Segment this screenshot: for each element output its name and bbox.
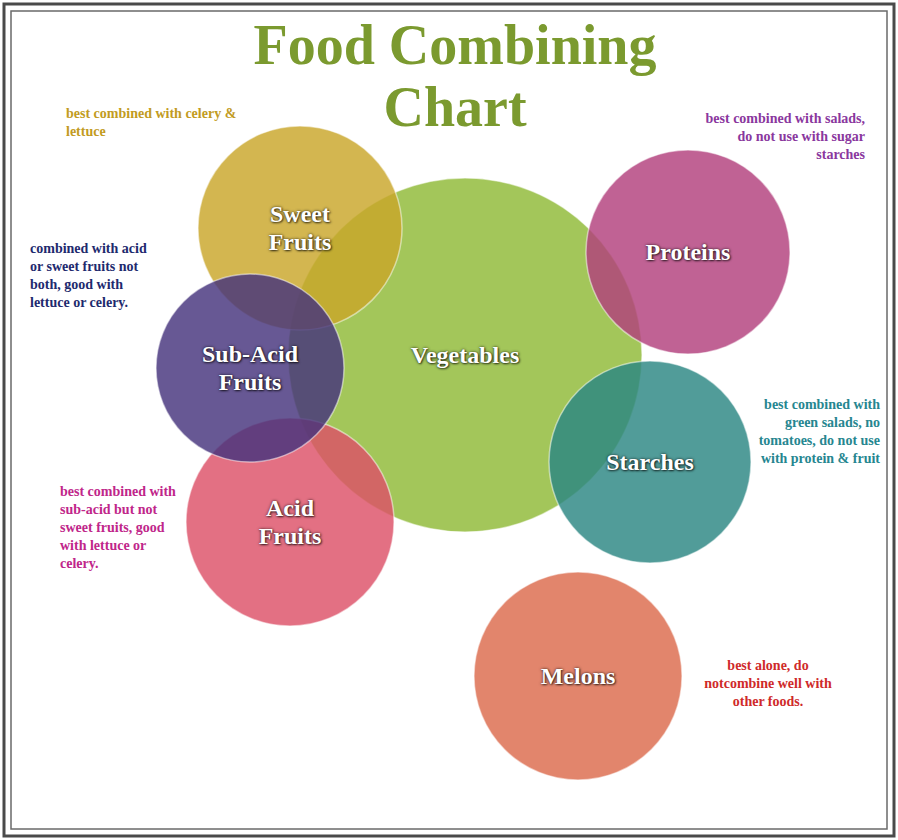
outer-border xyxy=(4,4,894,836)
combining-note: best combined with celery & lettuce xyxy=(66,105,241,141)
food-group-circle: Starches xyxy=(548,360,752,564)
chart-title: Food Combining Chart xyxy=(215,14,695,138)
circle-shape xyxy=(156,274,344,462)
group-name: Sub-Acid Fruits xyxy=(188,340,313,396)
inner-border xyxy=(11,11,887,829)
combining-note: best combined with salads, do not use wi… xyxy=(700,110,865,164)
circle-shape xyxy=(586,150,790,354)
food-group-circle: Sub-Acid Fruits xyxy=(155,273,345,463)
combining-note: best combined with green salads, no toma… xyxy=(758,396,880,468)
group-name: Sweet Fruits xyxy=(243,200,358,256)
combining-note: combined with acid or sweet fruits not b… xyxy=(30,240,158,312)
circle-outline xyxy=(155,273,345,463)
circle-shape xyxy=(549,361,751,563)
group-name: Starches xyxy=(606,448,694,476)
group-name: Acid Fruits xyxy=(238,494,343,550)
circle-shape xyxy=(474,572,682,780)
group-name: Vegetables xyxy=(411,341,519,369)
group-name: Melons xyxy=(541,662,616,690)
food-group-circle: Proteins xyxy=(585,149,791,355)
combining-note: best alone, do notcombine well with othe… xyxy=(692,657,844,711)
combining-note: best combined with sub-acid but not swee… xyxy=(60,483,182,573)
group-name: Proteins xyxy=(646,238,731,266)
food-group-circle: Melons xyxy=(473,571,683,781)
